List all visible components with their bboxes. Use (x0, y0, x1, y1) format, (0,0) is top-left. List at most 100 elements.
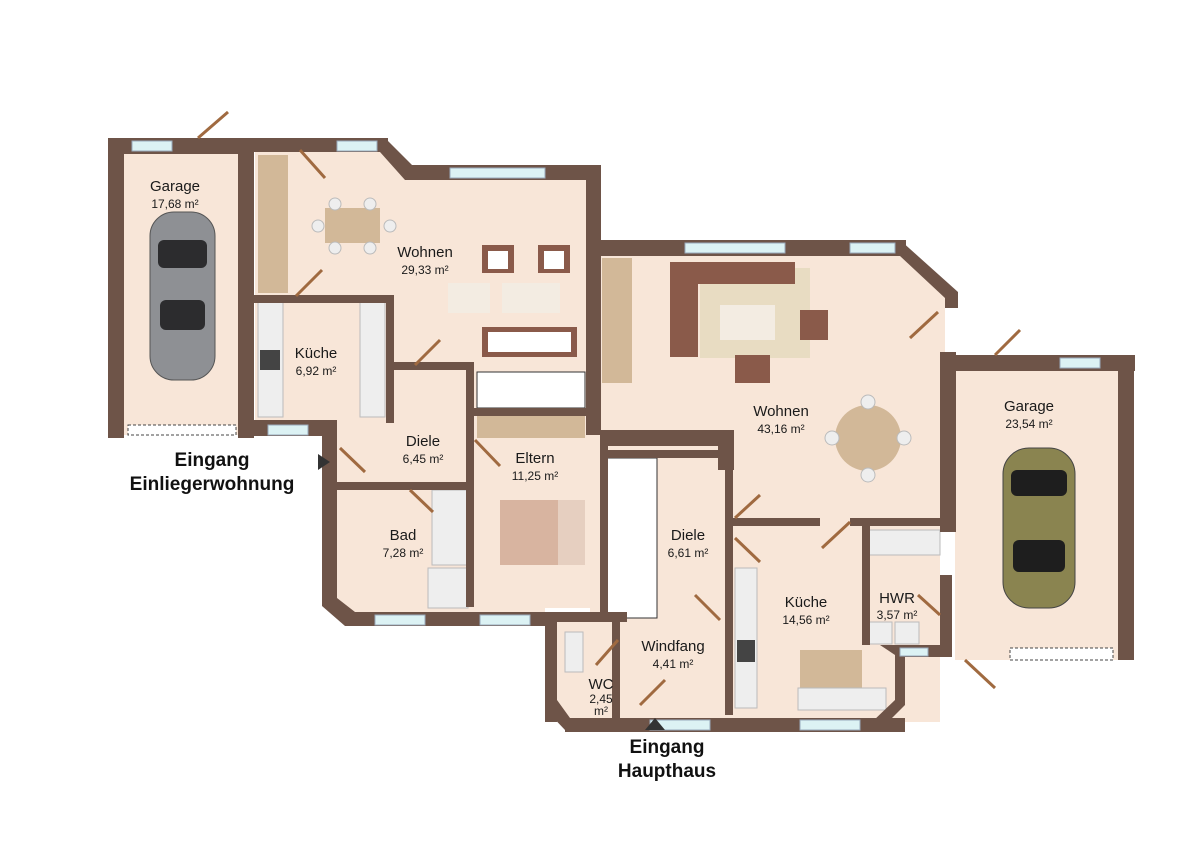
dryer (894, 621, 920, 645)
car-rear-window (160, 300, 205, 330)
wall (730, 518, 820, 526)
chair (328, 197, 342, 211)
room-area-diele-main: 6,61 m² (668, 546, 709, 560)
wall (557, 612, 627, 622)
coffee-table (448, 283, 490, 313)
car-right (1002, 447, 1076, 609)
stairs (476, 371, 586, 409)
wall (322, 420, 337, 438)
wall (600, 450, 720, 458)
door (820, 520, 852, 550)
door (993, 328, 1022, 357)
wall (386, 295, 394, 423)
door (916, 593, 942, 617)
car-windshield (1011, 470, 1067, 496)
wall (940, 575, 952, 657)
wall (335, 482, 470, 490)
room-name-eltern: Eltern (515, 450, 554, 467)
door (963, 658, 997, 690)
round-dining-table (835, 405, 901, 471)
window (799, 719, 861, 731)
window (267, 424, 309, 436)
room-area-garage-right: 23,54 m² (1005, 417, 1052, 431)
armchair (800, 310, 828, 340)
garage-door (127, 424, 237, 436)
entrance-left-line2: Einliegerwohnung (130, 474, 295, 495)
windows (131, 140, 1101, 731)
room-labels: Garage 17,68 m² Wohnen 29,33 m² Küche 6,… (150, 178, 1054, 718)
furniture (257, 155, 941, 711)
door (594, 639, 620, 666)
room-area-wohnen-left: 29,33 m² (401, 263, 448, 277)
car-rear-window (1013, 540, 1065, 572)
wall (600, 430, 718, 446)
wall (322, 438, 337, 598)
room-name-garage-left: Garage (150, 178, 200, 195)
wall (474, 408, 589, 416)
window (899, 647, 929, 657)
washer (867, 621, 893, 645)
room-name-diele-main: Diele (671, 527, 705, 544)
room-name-kueche-small: Küche (295, 345, 338, 362)
sofa (670, 262, 795, 284)
wall (108, 138, 124, 438)
car-left (149, 211, 216, 381)
wall (862, 525, 870, 645)
wall (612, 612, 620, 722)
wall (330, 295, 390, 303)
chair (860, 394, 876, 410)
wall (725, 450, 733, 715)
window (684, 242, 786, 254)
entrance-bottom-line1: Eingang (630, 737, 705, 758)
room-name-wohnen-left: Wohnen (397, 244, 453, 261)
room-name-hwr: HWR (879, 590, 915, 607)
room-name-wohnen-main: Wohnen (753, 403, 809, 420)
door (197, 110, 229, 140)
chair (896, 430, 912, 446)
garage-door (1009, 647, 1114, 661)
doors (197, 110, 1022, 707)
wall (900, 240, 958, 308)
door (298, 149, 327, 179)
chair (383, 219, 397, 233)
bathtub (431, 489, 468, 566)
stove (737, 640, 755, 662)
room-area-garage-left: 17,68 m² (151, 197, 198, 211)
chair (363, 197, 377, 211)
counter (797, 687, 887, 711)
room-name-garage-right: Garage (1004, 398, 1054, 415)
wardrobe (258, 155, 288, 293)
sofa-cushions (488, 332, 571, 352)
wall (872, 645, 905, 730)
coffee-table (502, 283, 560, 313)
wall (850, 518, 942, 526)
dining-table (325, 208, 380, 243)
counter (734, 567, 758, 709)
entrance-left-line1: Eingang (175, 450, 250, 471)
room-area-eltern: 11,25 m² (512, 469, 558, 483)
armchair-seat (544, 251, 564, 269)
sofa (670, 262, 698, 357)
window (479, 614, 531, 626)
door (733, 493, 762, 520)
door (733, 536, 762, 564)
wall (248, 295, 333, 303)
entrance-arrow-left (318, 454, 330, 470)
wall (392, 362, 472, 370)
door (408, 488, 435, 514)
wall (600, 446, 608, 616)
chair (363, 241, 377, 255)
shower (427, 567, 469, 609)
chair (824, 430, 840, 446)
door (338, 446, 367, 474)
window (849, 242, 896, 254)
wall (545, 612, 557, 722)
window (374, 614, 426, 626)
door (473, 438, 502, 468)
wc-sink (564, 631, 584, 673)
garage-doors (127, 424, 1114, 661)
door (413, 338, 442, 367)
wall (940, 352, 956, 532)
room-area-windfang: 4,41 m² (653, 657, 694, 671)
room-area-kueche-main: 14,56 m² (782, 613, 829, 627)
